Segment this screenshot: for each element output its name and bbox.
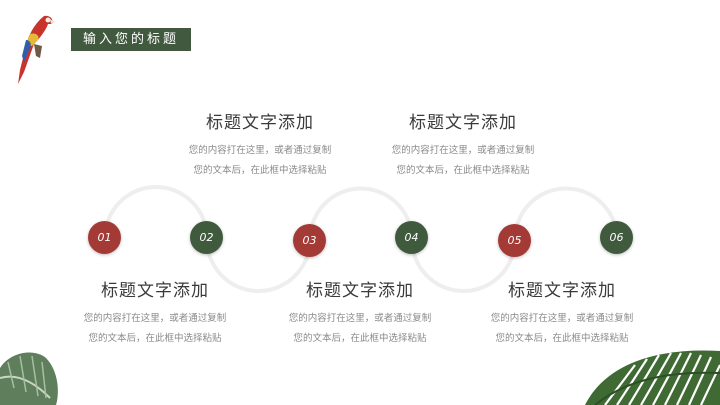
step-node-01: 01 <box>88 221 121 254</box>
palm-decoration-right <box>585 350 720 405</box>
item-title: 标题文字添加 <box>306 281 414 301</box>
item-title: 标题文字添加 <box>409 113 517 133</box>
slide-title: 输入您的标题 <box>71 28 191 51</box>
item-desc-line2: 您的文本后，在此框中选择粘贴 <box>495 333 629 344</box>
item-desc-line2: 您的文本后，在此框中选择粘贴 <box>193 165 327 176</box>
step-node-02: 02 <box>190 221 223 254</box>
item-desc-line2: 您的文本后，在此框中选择粘贴 <box>293 333 427 344</box>
item-block-05: 标题文字添加 您的内容打在这里，或者通过复制 您的文本后，在此框中选择粘贴 <box>452 276 672 349</box>
step-node-05: 05 <box>498 224 531 257</box>
item-desc-line1: 您的内容打在这里，或者通过复制 <box>188 145 332 156</box>
item-block-01: 标题文字添加 您的内容打在这里，或者通过复制 您的文本后，在此框中选择粘贴 <box>45 276 265 349</box>
item-title: 标题文字添加 <box>508 281 616 301</box>
step-node-04: 04 <box>395 221 428 254</box>
item-desc-line1: 您的内容打在这里，或者通过复制 <box>391 145 535 156</box>
item-desc-line1: 您的内容打在这里，或者通过复制 <box>83 313 227 324</box>
item-block-03: 标题文字添加 您的内容打在这里，或者通过复制 您的文本后，在此框中选择粘贴 <box>250 276 470 349</box>
item-desc-line1: 您的内容打在这里，或者通过复制 <box>288 313 432 324</box>
item-title: 标题文字添加 <box>101 281 209 301</box>
item-desc-line1: 您的内容打在这里，或者通过复制 <box>490 313 634 324</box>
item-desc-line2: 您的文本后，在此框中选择粘贴 <box>88 333 222 344</box>
item-block-02: 标题文字添加 您的内容打在这里，或者通过复制 您的文本后，在此框中选择粘贴 <box>150 108 370 181</box>
step-node-03: 03 <box>293 224 326 257</box>
item-block-04: 标题文字添加 您的内容打在这里，或者通过复制 您的文本后，在此框中选择粘贴 <box>353 108 573 181</box>
parrot-illustration <box>18 15 55 84</box>
step-node-06: 06 <box>600 221 633 254</box>
item-desc-line2: 您的文本后，在此框中选择粘贴 <box>396 165 530 176</box>
leaf-decoration-left <box>0 352 58 405</box>
item-title: 标题文字添加 <box>206 113 314 133</box>
